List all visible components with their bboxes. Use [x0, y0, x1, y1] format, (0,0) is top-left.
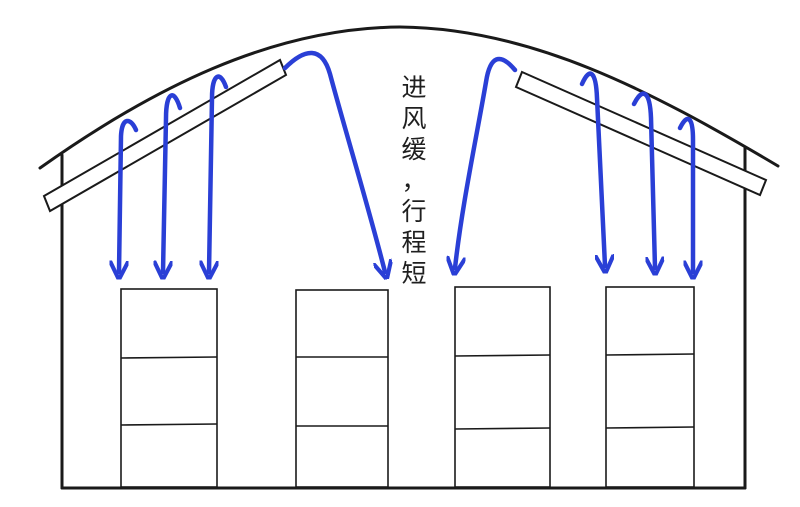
annotation-text: 进 风 缓 ， 行 程 短 — [396, 72, 432, 289]
airflow-arrow-left-3 — [209, 74, 229, 272]
arched-roof — [38, 25, 780, 170]
annotation-char: 进 — [401, 73, 427, 102]
cultivation-racks — [120, 286, 695, 488]
annotation-char: 程 — [401, 228, 427, 257]
annotation-char: 缓 — [401, 135, 427, 164]
rack-1 — [120, 288, 218, 488]
annotation-char: ， — [401, 166, 427, 195]
building-outline — [38, 25, 780, 490]
rack-2 — [295, 289, 389, 488]
airflow-arrows — [119, 50, 693, 272]
annotation-char: 风 — [401, 104, 427, 133]
rack-4 — [605, 286, 695, 488]
airflow-arrow-right-long — [455, 56, 518, 268]
airflow-arrow-right-1 — [579, 71, 605, 266]
airflow-arrow-right-2 — [631, 91, 655, 268]
annotation-char: 行 — [401, 197, 427, 226]
right-roof-vent — [514, 70, 768, 197]
airflow-arrow-left-1 — [119, 118, 139, 272]
airflow-arrow-left-2 — [163, 93, 183, 272]
rack-3 — [454, 286, 551, 488]
airflow-arrow-right-3 — [677, 116, 693, 272]
airflow-arrow-left-long — [282, 50, 385, 272]
annotation-char: 短 — [401, 259, 427, 288]
